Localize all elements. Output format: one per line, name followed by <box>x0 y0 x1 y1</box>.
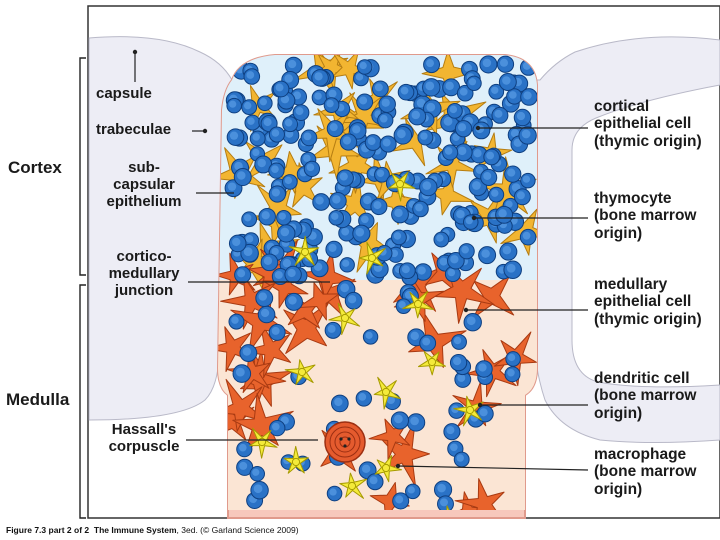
dendritic-cell <box>288 235 320 266</box>
dendritic-cell <box>453 395 484 427</box>
medullary-epithelial-cell <box>454 478 505 510</box>
dendritic-cell <box>418 351 446 376</box>
medulla-bracket <box>79 284 86 519</box>
dendritic-cell <box>283 445 309 474</box>
figure-caption: Figure 7.3 part 2 of 2 The Immune System… <box>6 525 299 535</box>
medullary-epithelial-cell <box>448 491 489 510</box>
hassalls-corpuscle <box>324 421 366 463</box>
dendritic-cell <box>373 376 401 410</box>
medullary-epithelial-cell <box>297 282 340 321</box>
leader-macrophage <box>397 465 589 471</box>
medullary-epithelial-cell <box>369 482 410 510</box>
medullary-epithelial-cell <box>218 326 256 372</box>
dendritic-cell <box>358 241 386 275</box>
cortical-epithelial-cell <box>254 184 302 234</box>
trabeculae-label: trabeculae <box>96 121 172 138</box>
cortex-bracket <box>79 57 86 276</box>
cortical-epithelial-cell <box>331 55 371 90</box>
capsule-label: capsule <box>96 85 152 102</box>
cortex-label: Cortex <box>8 158 62 177</box>
dendritic-cell <box>388 171 416 202</box>
dendritic-cell <box>284 359 316 386</box>
dendritic-cell <box>328 302 361 336</box>
dendritic-cell <box>402 290 435 319</box>
dendritic-cell <box>249 427 278 459</box>
dendritic-cell <box>339 472 368 499</box>
medullary-epithelial-cell <box>220 275 278 330</box>
medulla-label: Medulla <box>6 390 70 409</box>
cortical-epithelial-cell <box>425 141 478 188</box>
dendritic-cell <box>374 455 403 483</box>
